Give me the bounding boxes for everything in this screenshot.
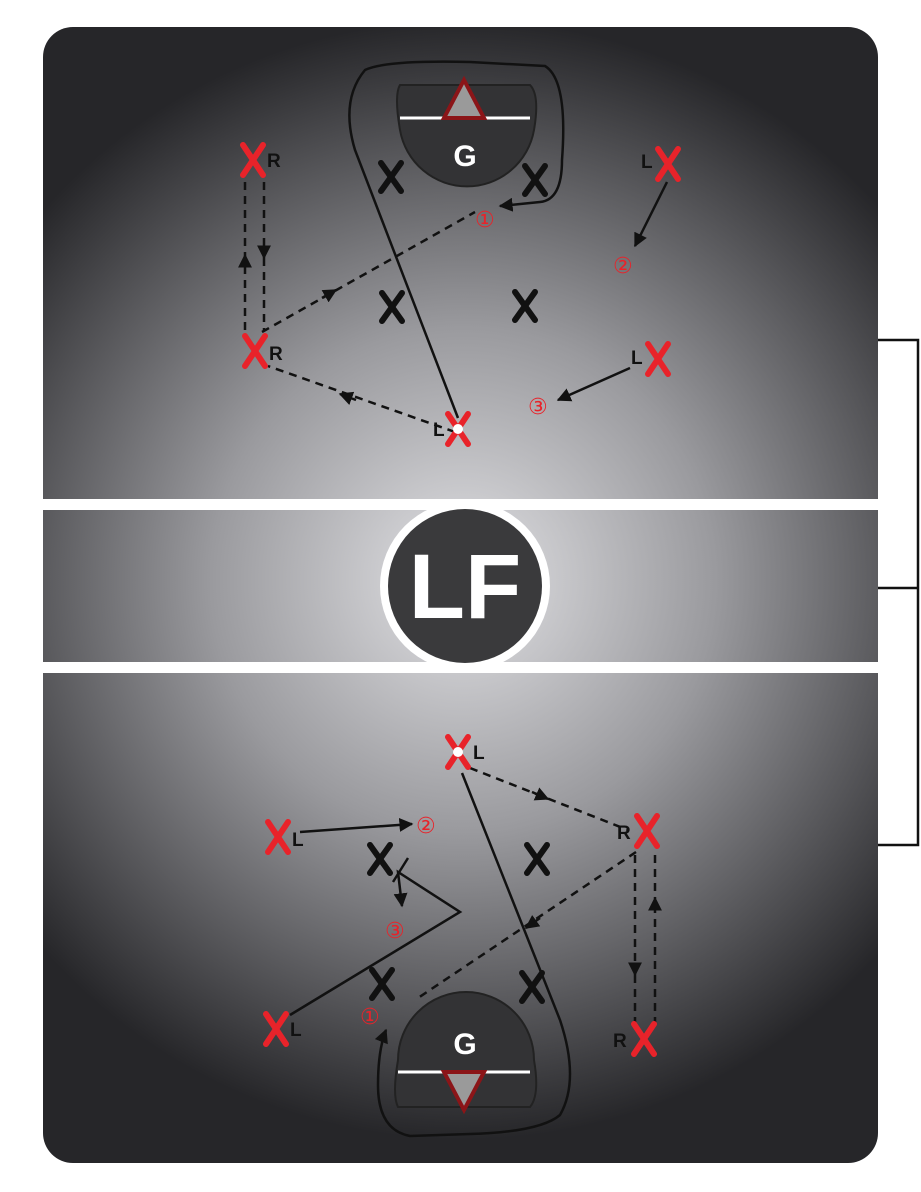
top-player-r2-label: R — [269, 344, 283, 365]
center-logo: LF — [380, 501, 550, 671]
top-offense-l2: L — [631, 341, 671, 377]
top-goal-net-icon — [440, 75, 488, 120]
top-pass-r-to-crease — [261, 210, 476, 334]
bottom-player-l1-label: L — [292, 830, 304, 851]
top-offense-l1: L — [641, 146, 681, 182]
top-player-l2-label: L — [631, 348, 643, 369]
bottom-player-l-ball-label: L — [473, 743, 485, 764]
bottom-offense-r1: R — [617, 813, 660, 849]
bottom-offense-l2: L — [263, 1011, 302, 1047]
top-goal-label: G — [453, 140, 476, 173]
bottom-marker-3: ③ — [385, 919, 405, 944]
bottom-offense-l-ball: L — [445, 734, 485, 770]
logo-text: LF — [409, 536, 521, 638]
top-play: G R — [238, 60, 681, 447]
bottom-screen-mark — [391, 857, 410, 883]
bottom-goal-label: G — [453, 1028, 476, 1061]
bottom-marker-2: ② — [416, 814, 436, 839]
bottom-cut-path — [374, 772, 572, 1138]
bottom-player-r2-label: R — [613, 1031, 627, 1052]
top-run-to-3 — [556, 366, 631, 402]
bottom-player-r1-label: R — [617, 823, 631, 844]
bottom-marker-1: ① — [360, 1005, 380, 1030]
ball-icon — [453, 747, 463, 757]
bottom-player-l2-label: L — [290, 1020, 302, 1041]
bottom-pass-arrowhead-2 — [524, 914, 541, 930]
bottom-play: G L — [263, 734, 662, 1138]
bottom-offense-l1: L — [265, 819, 304, 855]
top-offense-l-ball: L — [433, 411, 471, 447]
bottom-defender — [367, 842, 550, 1004]
bottom-offense-r2: R — [613, 1021, 657, 1057]
bottom-goal-crease: G — [394, 991, 538, 1115]
ball-icon — [453, 424, 463, 434]
top-marker-3: ③ — [528, 395, 548, 420]
top-defender — [378, 160, 548, 324]
top-pass-arrowhead-2 — [321, 288, 338, 303]
top-player-l1-label: L — [641, 152, 653, 173]
bottom-goal-net-icon — [440, 1070, 488, 1115]
bottom-pass-arrowhead-1 — [531, 787, 550, 801]
top-pass-arrowhead-1 — [338, 391, 357, 405]
top-goal-crease: G — [396, 75, 538, 188]
top-marker-2: ② — [613, 254, 633, 279]
top-marker-1: ① — [475, 208, 495, 233]
top-player-r1-label: R — [267, 151, 281, 172]
top-offense-r2: R — [242, 333, 283, 369]
bottom-run-to-3 — [289, 869, 463, 1017]
bottom-run-to-2 — [299, 817, 414, 834]
top-player-l-ball-label: L — [433, 420, 445, 441]
side-bracket — [878, 338, 920, 847]
top-cut-path — [348, 60, 565, 419]
top-run-to-2 — [633, 181, 669, 248]
top-offense-r1: R — [240, 142, 281, 178]
top-pass-l-to-r — [267, 364, 456, 434]
